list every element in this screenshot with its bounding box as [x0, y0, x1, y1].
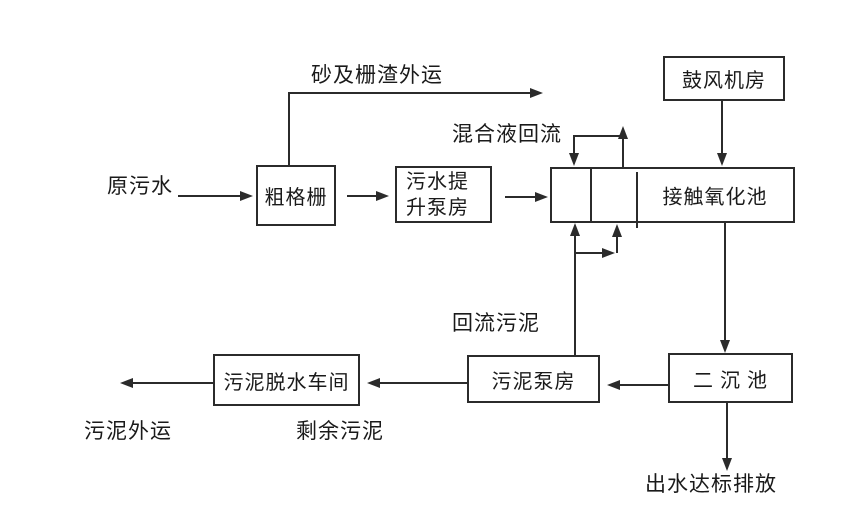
- edge-sludge-out-line: [133, 382, 213, 384]
- node-sludge-dewatering-workshop-label: 污泥脱水车间: [223, 371, 350, 394]
- tank-divider-1: [590, 168, 592, 222]
- edge-blower-arrowhead-icon: [717, 153, 727, 166]
- label-return-sludge: 回流污泥: [452, 311, 540, 335]
- node-blower-room: 鼓风机房: [663, 56, 785, 101]
- edge-pump-to-tank-line: [505, 196, 535, 198]
- edge-blower-line: [721, 101, 723, 153]
- edge-screen-to-pump-line: [347, 195, 376, 197]
- edge-screen-to-pump-arrowhead-icon: [376, 191, 389, 201]
- label-sand-screenings-out: 砂及栅渣外运: [311, 63, 443, 87]
- node-contact-oxidation-tank: 接触氧化池: [550, 167, 795, 223]
- edge-mixed-liquor-left-line: [573, 135, 575, 155]
- tank-divider-2: [636, 172, 638, 228]
- edge-pump-to-dewatering-arrowhead-icon: [367, 378, 380, 388]
- edge-screenings-out-line: [288, 92, 530, 94]
- label-sludge-out: 污泥外运: [84, 419, 172, 443]
- node-sludge-dewatering-workshop: 污泥脱水车间: [213, 354, 360, 406]
- edge-mixed-liquor-top-line: [573, 135, 624, 137]
- edge-tank-to-clarifier-line: [724, 223, 726, 340]
- edge-screenings-out-arrowhead-icon: [530, 88, 543, 98]
- edge-tank-to-clarifier-arrowhead-icon: [720, 340, 730, 353]
- edge-return-branch-right-arrowhead-icon: [602, 248, 615, 258]
- node-sludge-pump-house: 污泥泵房: [467, 355, 600, 403]
- node-sewage-lift-pump: 污水提 升泵房: [395, 166, 492, 223]
- label-excess-sludge: 剩余污泥: [296, 419, 384, 443]
- edge-raw-sewage-line: [178, 195, 240, 197]
- edge-return-sludge-arrowhead-icon: [570, 223, 580, 236]
- node-secondary-clarifier: 二 沉 池: [668, 353, 793, 403]
- node-sewage-lift-pump-label: 污水提 升泵房: [406, 170, 469, 219]
- edge-raw-sewage-arrowhead-icon: [240, 191, 253, 201]
- edge-clarifier-to-pump-line: [620, 384, 668, 386]
- node-contact-oxidation-tank-label: 接触氧化池: [662, 186, 768, 209]
- node-coarse-screen: 粗格栅: [256, 165, 336, 226]
- edge-mixed-liquor-right-line: [622, 136, 624, 167]
- node-blower-room-label: 鼓风机房: [682, 70, 766, 92]
- edge-clarifier-to-pump-arrowhead-icon: [607, 380, 620, 390]
- node-coarse-screen-label: 粗格栅: [264, 187, 328, 209]
- edge-return-branch-line: [574, 252, 602, 254]
- edge-mixed-liquor-down-arrowhead-icon: [569, 153, 579, 166]
- node-sludge-pump-house-label: 污泥泵房: [491, 370, 576, 393]
- edge-sludge-out-arrowhead-icon: [120, 378, 133, 388]
- edge-effluent-line: [726, 403, 728, 458]
- node-secondary-clarifier-label: 二 沉 池: [693, 369, 768, 392]
- label-raw-sewage: 原污水: [107, 174, 173, 198]
- edge-pump-to-tank-arrowhead-icon: [535, 192, 548, 202]
- edge-return-sludge-line: [574, 236, 576, 355]
- edge-return-branch-up-arrowhead-icon: [612, 224, 622, 237]
- label-mixed-liquor-return: 混合液回流: [452, 122, 562, 146]
- edge-return-branch-riser-line: [616, 237, 618, 253]
- label-effluent-discharge: 出水达标排放: [645, 472, 777, 496]
- edge-mixed-liquor-up-arrowhead-icon: [618, 126, 628, 139]
- edge-screenings-up-line: [288, 93, 290, 165]
- edge-effluent-arrowhead-icon: [722, 458, 732, 471]
- edge-pump-to-dewatering-line: [380, 382, 467, 384]
